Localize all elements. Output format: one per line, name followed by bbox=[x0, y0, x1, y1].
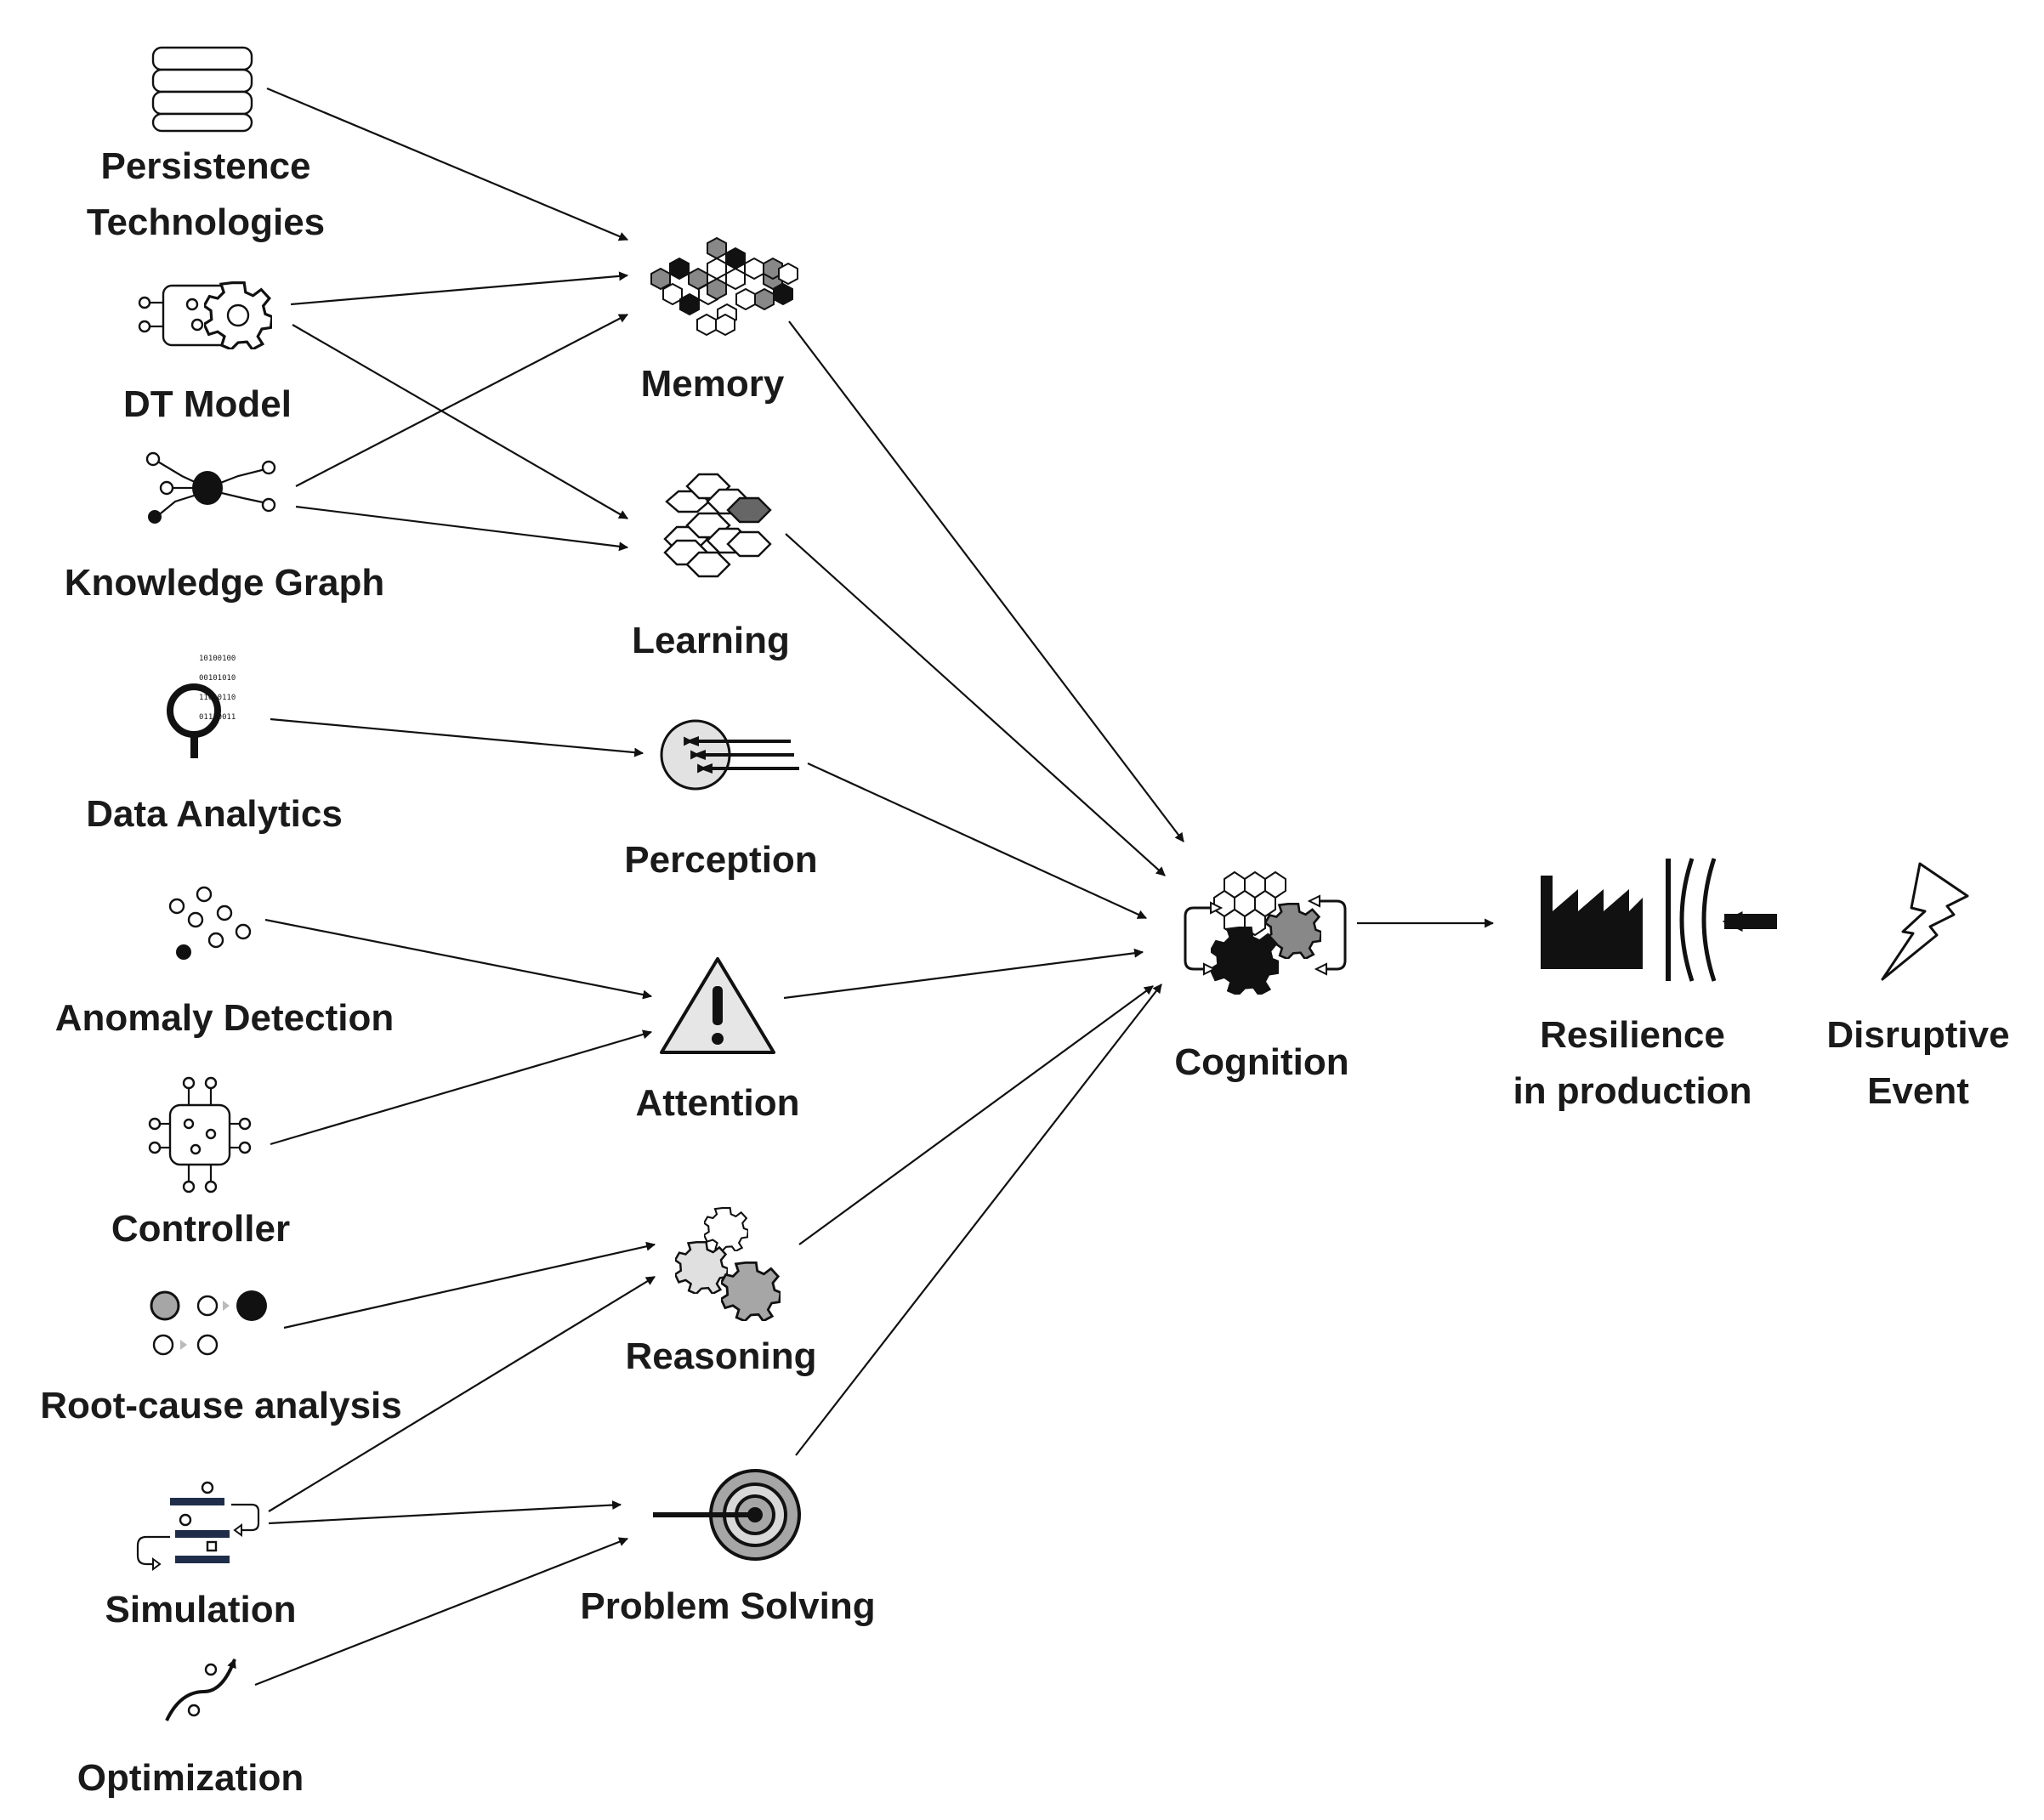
disruptive-label-line1: Disruptive bbox=[1826, 1014, 2009, 1056]
magnifier-binary-icon: 10100100 00101010 11010110 01110011 bbox=[167, 655, 236, 758]
source-simulation: Simulation bbox=[105, 1481, 297, 1630]
data-analytics-label: Data Analytics bbox=[86, 793, 343, 835]
function-learning: Learning bbox=[632, 473, 790, 661]
knowledge-graph-icon bbox=[145, 451, 276, 524]
problem-solving-label: Problem Solving bbox=[580, 1585, 875, 1627]
learning-hexagons-icon bbox=[663, 473, 772, 578]
disruptive-label-line2: Event bbox=[1867, 1070, 1969, 1112]
optimization-label: Optimization bbox=[77, 1757, 304, 1799]
root-cause-analysis-label: Root-cause analysis bbox=[40, 1385, 402, 1426]
factory-icon bbox=[1541, 876, 1643, 969]
binary-row-1: 10100100 bbox=[199, 655, 236, 663]
function-attention: Attention bbox=[635, 957, 800, 1124]
lightning-bolt-icon bbox=[1881, 862, 1969, 981]
cognition-node: Cognition bbox=[1174, 870, 1349, 1083]
learning-label: Learning bbox=[632, 620, 790, 661]
persistence-label-line1: Persistence bbox=[100, 145, 310, 187]
shield-waves-icon bbox=[1666, 858, 1717, 982]
dt-model-label: DT Model bbox=[123, 383, 292, 425]
controller-chip-icon bbox=[148, 1076, 252, 1193]
knowledge-graph-label: Knowledge Graph bbox=[65, 562, 384, 604]
cognition-label: Cognition bbox=[1174, 1041, 1348, 1083]
attention-label: Attention bbox=[635, 1082, 799, 1124]
source-dt-model: DT Model bbox=[123, 281, 292, 425]
warning-triangle-icon bbox=[660, 957, 775, 1054]
persistence-label-line2: Technologies bbox=[87, 201, 325, 243]
connectors bbox=[254, 87, 1495, 1687]
function-memory: Memory bbox=[641, 236, 798, 405]
source-anomaly-detection: Anomaly Detection bbox=[55, 886, 395, 1039]
resilience-label-line2: in production bbox=[1513, 1070, 1752, 1112]
perception-label: Perception bbox=[624, 839, 817, 881]
memory-hexagons-icon bbox=[650, 236, 798, 337]
anomaly-detection-label: Anomaly Detection bbox=[55, 997, 395, 1039]
database-icon bbox=[151, 46, 253, 133]
source-persistence-technologies: Persistence Technologies bbox=[87, 46, 325, 243]
resilience-label-line1: Resilience bbox=[1540, 1014, 1725, 1056]
perception-eye-icon bbox=[660, 719, 799, 791]
resilience-node: Resilience in production bbox=[1513, 858, 1777, 1112]
reasoning-label: Reasoning bbox=[626, 1335, 817, 1377]
source-optimization: Optimization bbox=[77, 1658, 304, 1799]
function-problem-solving: Problem Solving bbox=[580, 1469, 876, 1627]
reasoning-gears-icon bbox=[675, 1207, 781, 1321]
anomaly-dots-icon bbox=[168, 886, 252, 960]
source-root-cause-analysis: Root-cause analysis bbox=[40, 1290, 402, 1426]
simulation-icon bbox=[136, 1481, 260, 1571]
binary-row-2: 00101010 bbox=[199, 674, 236, 683]
optimization-curve-icon bbox=[165, 1658, 236, 1721]
simulation-label: Simulation bbox=[105, 1589, 297, 1630]
memory-label: Memory bbox=[641, 363, 785, 405]
source-data-analytics: 10100100 00101010 11010110 01110011 Data… bbox=[86, 655, 343, 835]
cognition-gears-icon bbox=[1184, 870, 1347, 995]
function-reasoning: Reasoning bbox=[626, 1207, 817, 1377]
root-cause-icon bbox=[150, 1290, 267, 1356]
digital-twin-model-icon bbox=[138, 281, 272, 349]
target-icon bbox=[653, 1469, 801, 1561]
disruptive-event-node: Disruptive Event bbox=[1826, 862, 2010, 1112]
source-controller: Controller bbox=[111, 1076, 290, 1250]
controller-label: Controller bbox=[111, 1208, 290, 1250]
source-knowledge-graph: Knowledge Graph bbox=[65, 451, 384, 604]
function-perception: Perception bbox=[624, 719, 818, 881]
